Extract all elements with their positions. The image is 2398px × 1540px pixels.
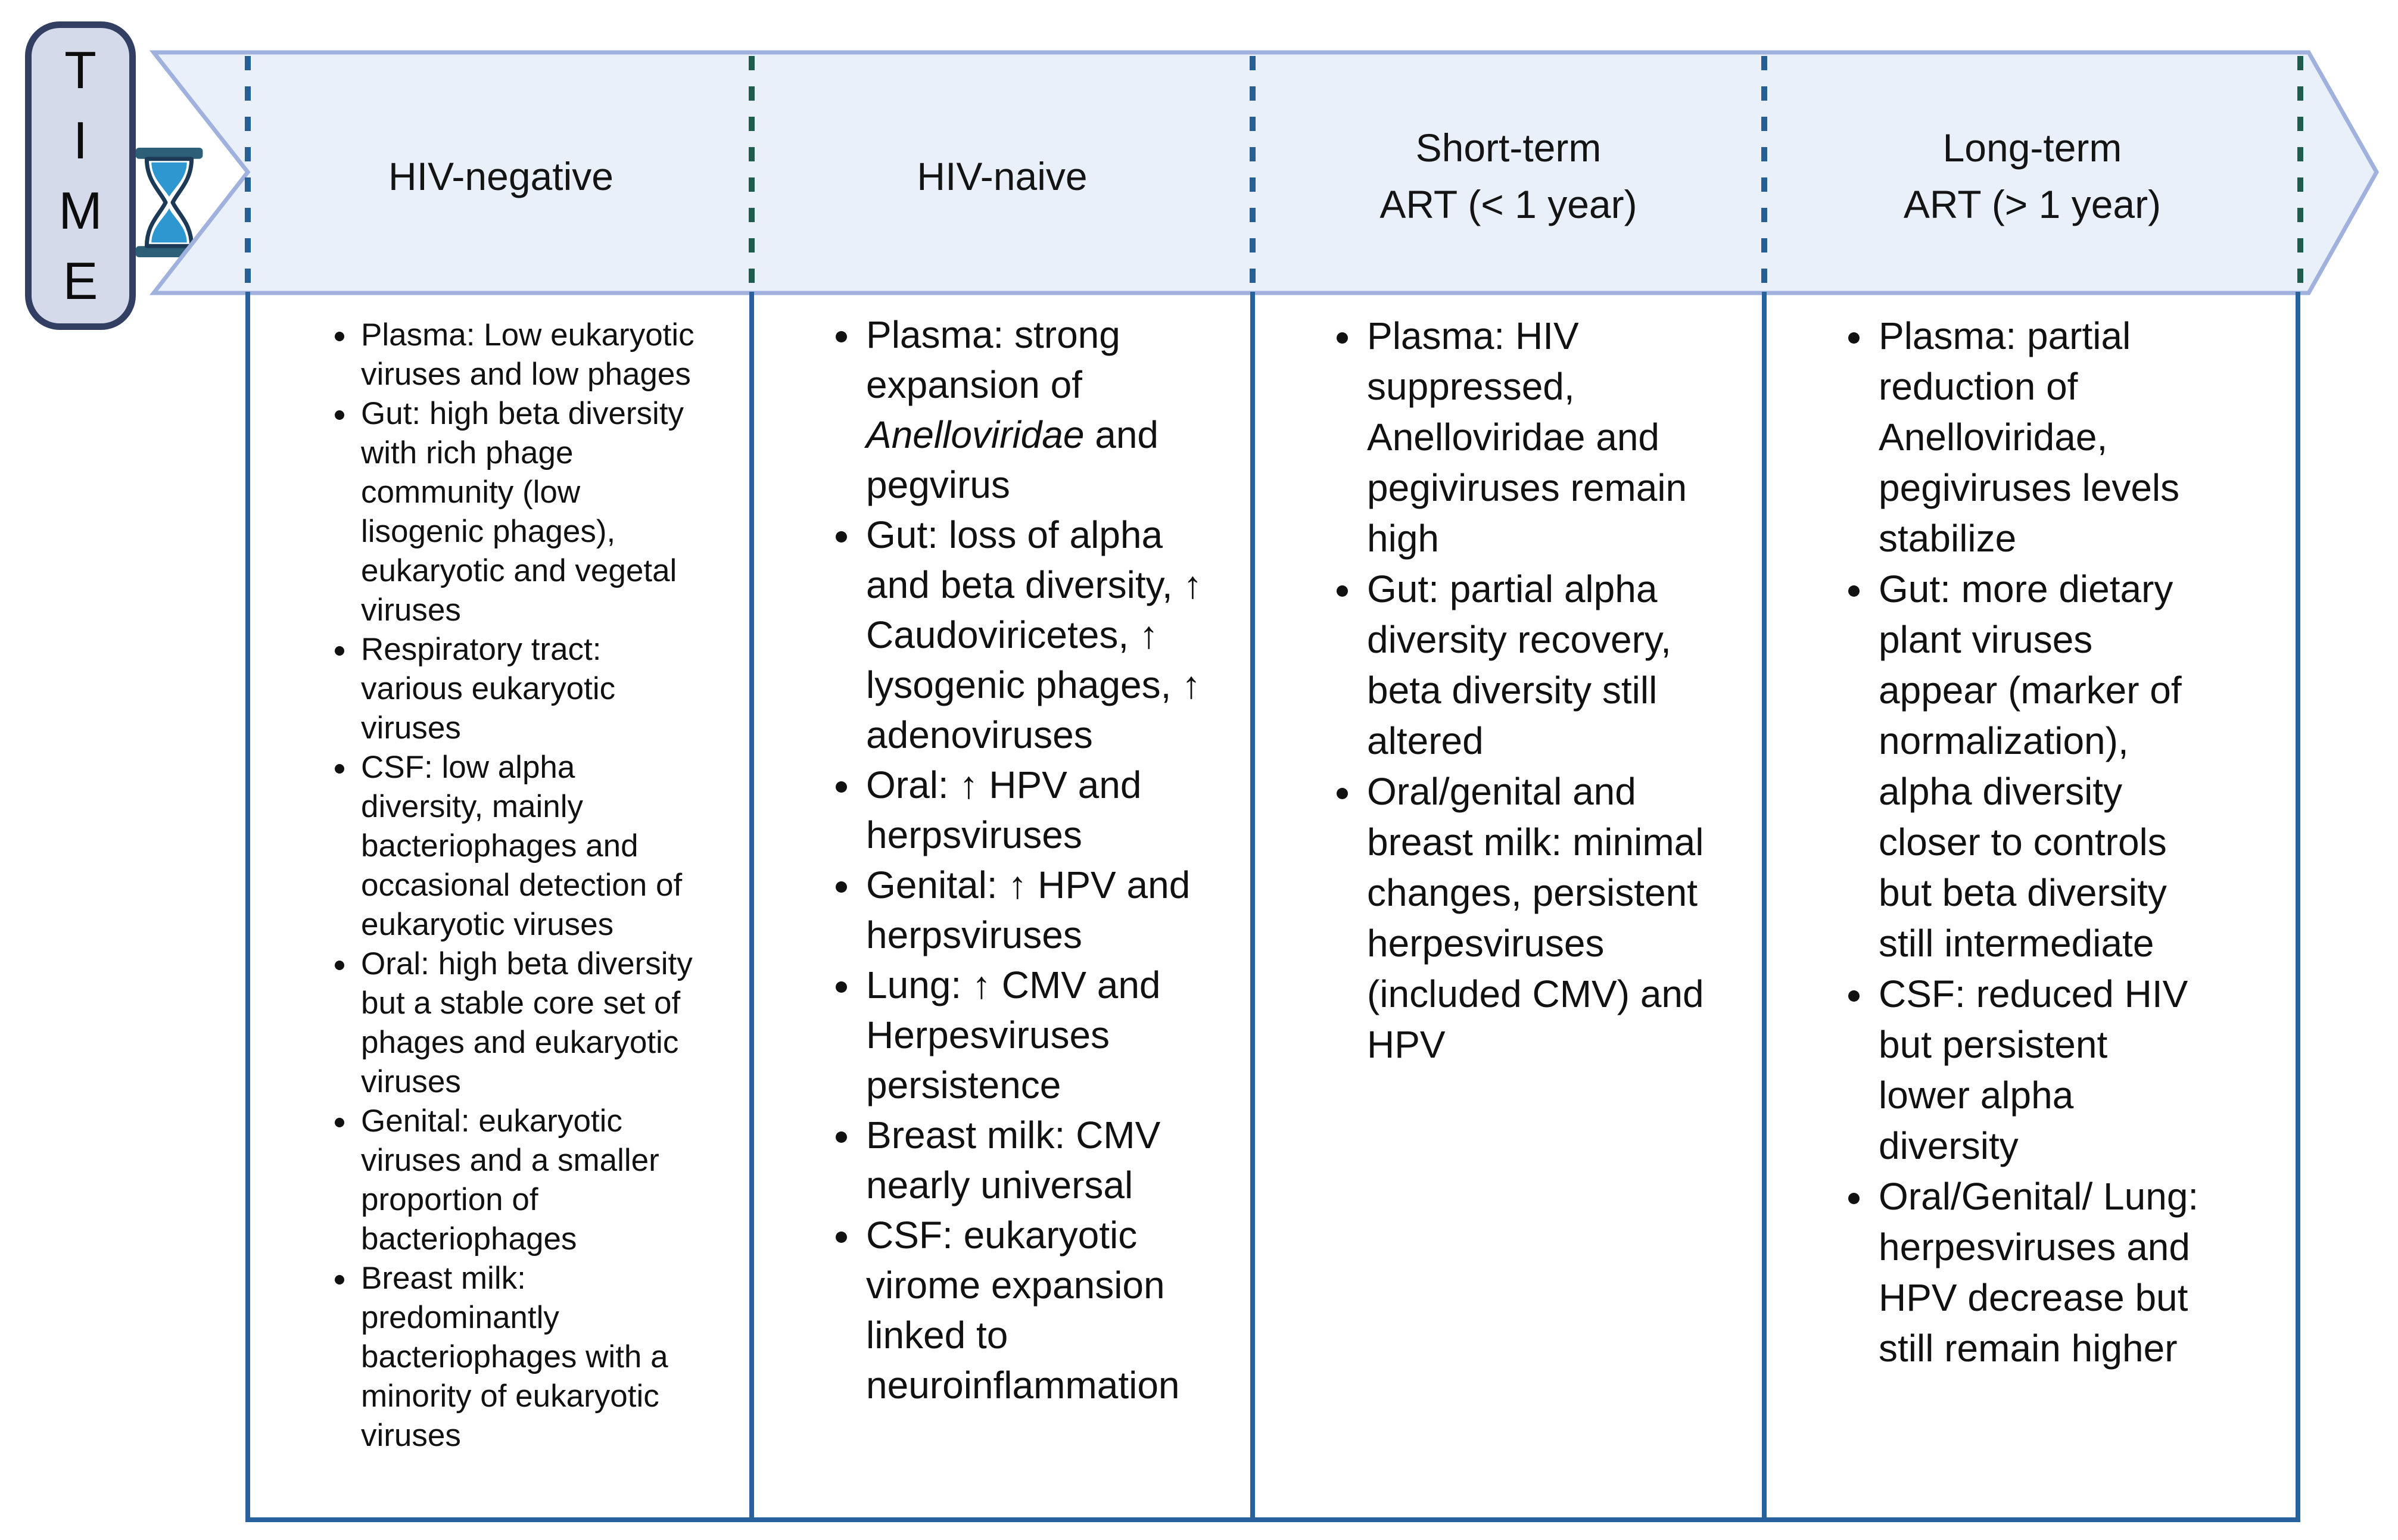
stage-column-long-term-art: Plasma: partial reduction of Anellovirid… — [1767, 292, 2296, 1374]
column-border-line — [245, 292, 250, 1522]
stage-bullet-list: Plasma: strong expansion of Anellovirida… — [754, 310, 1214, 1410]
column-border-line — [1762, 292, 1767, 1522]
bullet-item: Respiratory tract: various eukaryotic vi… — [357, 630, 696, 748]
bullet-item: Oral: ↑ HPV and herpsviruses — [862, 760, 1214, 860]
bullet-item: Oral/genital and breast milk: minimal ch… — [1363, 766, 1744, 1070]
bullet-item: Genital: eukaryotic viruses and a smalle… — [357, 1102, 696, 1259]
stage-bullet-list: Plasma: partial reduction of Anellovirid… — [1767, 311, 2206, 1374]
bullet-item: Plasma: strong expansion of Anellovirida… — [862, 310, 1214, 510]
bullet-item: Oral: high beta diversity but a stable c… — [357, 944, 696, 1102]
bullet-item: Plasma: Low eukaryotic viruses and low p… — [357, 316, 696, 394]
bullet-item: Plasma: partial reduction of Anellovirid… — [1875, 311, 2206, 564]
stage-header-long-term-art: Long-term ART (> 1 year) — [1903, 126, 2162, 226]
bullet-item: Genital: ↑ HPV and herpsviruses — [862, 860, 1214, 960]
stage-header-short-term-art: Short-term ART (< 1 year) — [1379, 126, 1637, 226]
bullet-item: CSF: eukaryotic virome expansion linked … — [862, 1210, 1214, 1410]
bullet-item: Gut: more dietary plant viruses appear (… — [1875, 564, 2206, 969]
stage-column-short-term-art: Plasma: HIV suppressed, Anelloviridae an… — [1255, 292, 1762, 1070]
time-label-box: T I M E — [25, 21, 136, 330]
bullet-item: CSF: low alpha diversity, mainly bacteri… — [357, 748, 696, 944]
stage-column-hiv-naive: Plasma: strong expansion of Anellovirida… — [754, 292, 1250, 1410]
bullet-item: Gut: loss of alpha and beta diversity, ↑… — [862, 510, 1214, 760]
stage-bullet-list: Plasma: Low eukaryotic viruses and low p… — [250, 316, 696, 1455]
column-border-line — [749, 292, 754, 1522]
table-bottom-border — [245, 1517, 2300, 1522]
column-border-line — [2296, 292, 2300, 1522]
bullet-item: Breast milk: predominantly bacteriophage… — [357, 1259, 696, 1455]
stage-column-hiv-negative: Plasma: Low eukaryotic viruses and low p… — [250, 292, 749, 1455]
bullet-item: CSF: reduced HIV but persistent lower al… — [1875, 969, 2206, 1171]
bullet-item: Plasma: HIV suppressed, Anelloviridae an… — [1363, 311, 1744, 564]
time-label: T I M E — [58, 40, 102, 310]
stage-bullet-list: Plasma: HIV suppressed, Anelloviridae an… — [1255, 311, 1744, 1070]
stage-header-hiv-negative: HIV-negative — [388, 154, 613, 198]
column-border-line — [1250, 292, 1255, 1522]
bullet-item: Breast milk: CMV nearly universal — [862, 1110, 1214, 1210]
bullet-item: Gut: partial alpha diversity recovery, b… — [1363, 564, 1744, 766]
stage-header-hiv-naive: HIV-naive — [917, 154, 1088, 198]
bullet-item: Gut: high beta diversity with rich phage… — [357, 394, 696, 630]
bullet-item: Lung: ↑ CMV and Herpesviruses persistenc… — [862, 960, 1214, 1110]
bullet-item: Oral/Genital/ Lung: herpesviruses and HP… — [1875, 1171, 2206, 1374]
timeline-arrow-shape — [149, 50, 2380, 295]
timeline-arrow — [149, 50, 2380, 295]
